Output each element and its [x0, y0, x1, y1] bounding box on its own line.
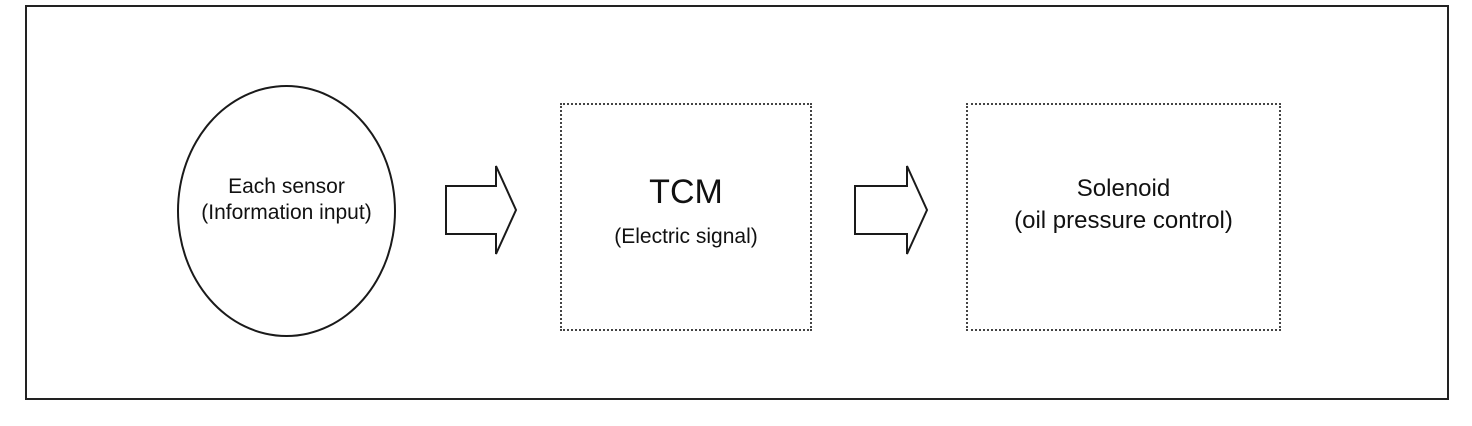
solenoid-subtitle: (oil pressure control)	[1014, 207, 1233, 234]
sensor-title: Each sensor	[228, 175, 345, 198]
solenoid-node: Solenoid (oil pressure control)	[966, 103, 1281, 331]
sensor-subtitle: (Information input)	[201, 201, 372, 224]
sensor-node: Each sensor (Information input)	[177, 85, 396, 337]
tcm-node: TCM (Electric signal)	[560, 103, 812, 331]
arrow-tcm-to-solenoid	[854, 165, 929, 255]
solenoid-title: Solenoid	[1076, 175, 1171, 202]
tcm-title: TCM	[649, 173, 723, 211]
arrow-sensor-to-tcm	[445, 165, 518, 255]
tcm-subtitle: (Electric signal)	[614, 225, 758, 248]
diagram-frame	[25, 5, 1449, 400]
